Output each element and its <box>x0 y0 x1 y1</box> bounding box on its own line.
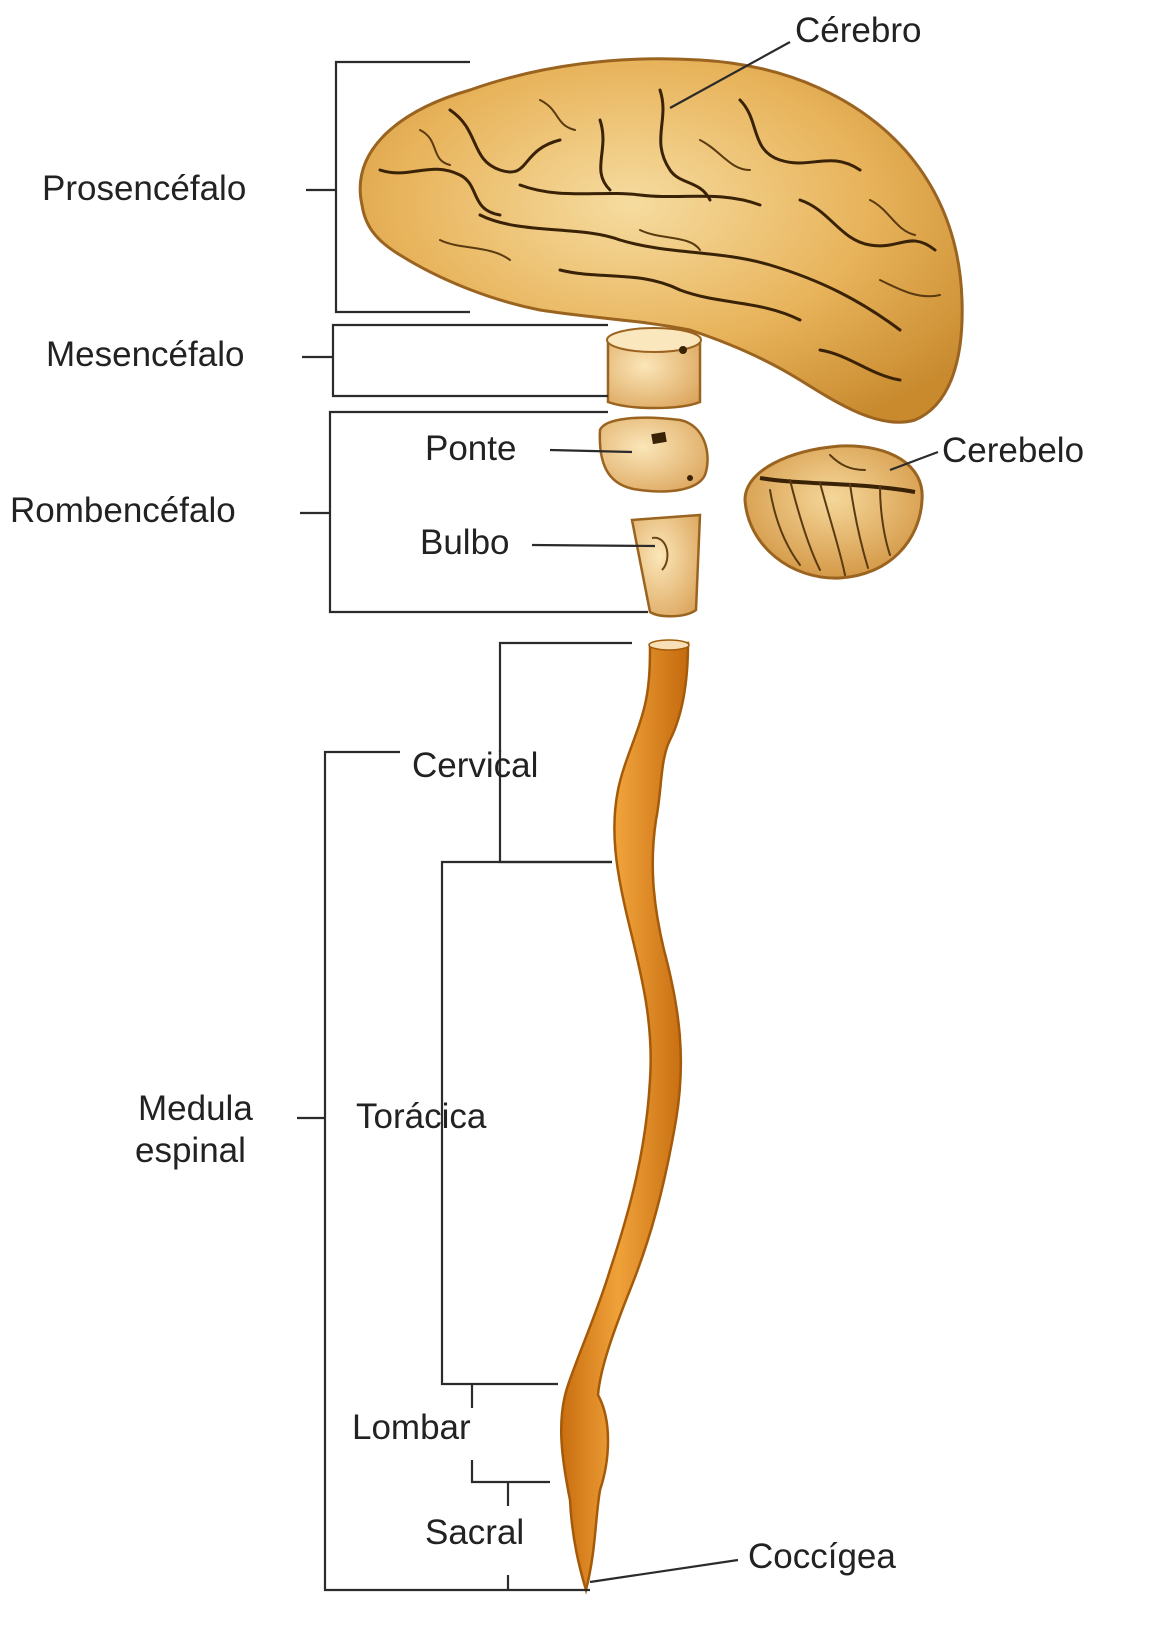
label-rombencefalo: Rombencéfalo <box>10 490 236 533</box>
label-toracica: Torácica <box>356 1096 486 1139</box>
label-cerebelo: Cerebelo <box>942 430 1084 473</box>
label-coccigea: Coccígea <box>748 1536 896 1579</box>
medulla-illustration <box>632 515 700 616</box>
midbrain-illustration <box>607 328 701 408</box>
label-ponte: Ponte <box>425 428 516 471</box>
label-cervical: Cervical <box>412 745 538 788</box>
pons-illustration <box>600 418 708 492</box>
label-mesencefalo: Mesencéfalo <box>46 334 244 377</box>
label-sacral: Sacral <box>425 1512 524 1555</box>
label-cerebro: Cérebro <box>795 10 921 53</box>
label-lombar: Lombar <box>352 1407 471 1450</box>
cerebellum-illustration <box>745 446 922 578</box>
label-bulbo: Bulbo <box>420 522 510 565</box>
label-medula-line2: espinal <box>135 1130 246 1173</box>
label-prosencefalo: Prosencéfalo <box>42 168 246 211</box>
spinal-cord-illustration <box>561 640 689 1590</box>
label-medula-line1: Medula <box>138 1088 253 1131</box>
